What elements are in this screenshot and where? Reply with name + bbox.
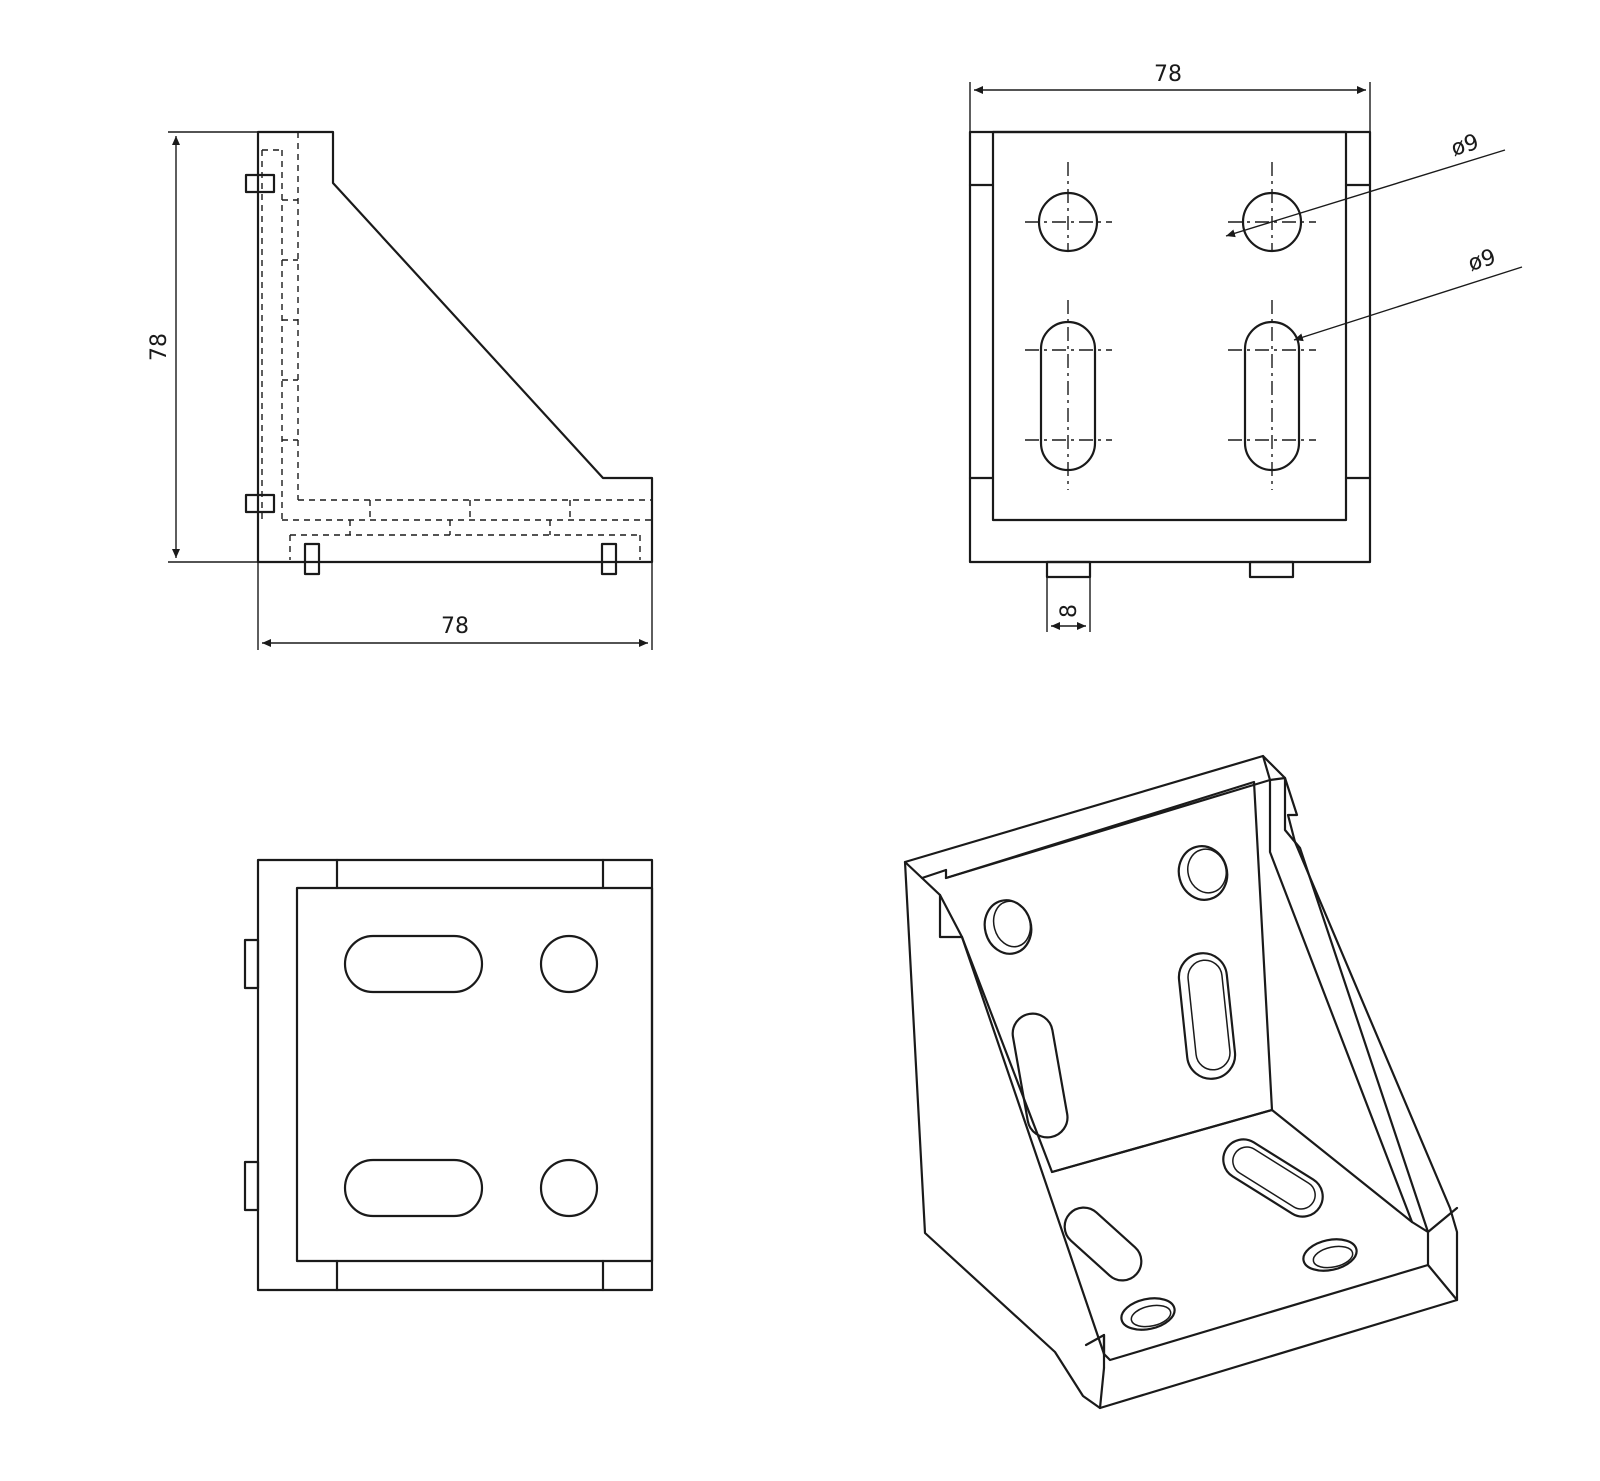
plan-inner-plate: [295, 886, 654, 1263]
iso-back-hole-left: [983, 899, 1033, 955]
side-key-top: [244, 173, 276, 194]
iso-back-slot-right: [1177, 952, 1237, 1080]
iso-back-plate: [944, 780, 1274, 1174]
front-key-left: [1045, 560, 1092, 579]
side-hidden-lines: [261, 132, 652, 560]
side-view-outline: [256, 130, 654, 564]
front-view: 78 ø9 ø9 8: [968, 62, 1523, 632]
side-width-label: 78: [441, 614, 469, 639]
plan-key-top: [243, 938, 260, 990]
side-key-bottom: [244, 493, 276, 514]
iso-back-hole-right: [1177, 845, 1229, 901]
plan-hole-top: [539, 934, 599, 994]
iso-base-slot-right: [1222, 1138, 1324, 1218]
front-outer-frame: [968, 130, 1372, 564]
plan-view: [243, 858, 654, 1292]
front-width-dimension: 78: [969, 62, 1371, 132]
hole-diameter-leader: ø9: [1225, 130, 1506, 238]
side-view: 78 78: [147, 130, 654, 650]
side-height-label: 78: [147, 333, 172, 361]
key-width-dimension: 8: [1046, 577, 1091, 632]
side-height-dimension: 78: [147, 131, 258, 563]
front-inner-plate: [991, 130, 1348, 522]
side-key-right: [600, 542, 618, 576]
iso-left-gusset: [903, 754, 1459, 1410]
iso-back-slot-left: [1011, 1012, 1069, 1139]
front-key-right: [1248, 560, 1295, 579]
iso-base-hole-left: [1120, 1297, 1176, 1331]
front-center-lines: [1025, 162, 1316, 490]
plan-slot-bottom: [343, 1158, 484, 1218]
plan-outer-frame: [256, 858, 654, 1292]
plan-slot-top: [343, 934, 484, 994]
iso-base-slot-left: [1063, 1206, 1143, 1282]
front-width-label: 78: [1154, 62, 1182, 87]
plan-hole-bottom: [539, 1158, 599, 1218]
iso-base-hole-right: [1302, 1238, 1358, 1272]
slot-width-leader: ø9: [1293, 245, 1523, 342]
side-width-dimension: 78: [257, 562, 653, 650]
iso-base-plate: [1050, 1108, 1430, 1362]
hole-diameter-label: ø9: [1448, 130, 1482, 162]
slot-width-label: ø9: [1465, 245, 1499, 277]
side-key-left: [303, 542, 321, 576]
plan-key-bottom: [243, 1160, 260, 1212]
isometric-view: [903, 754, 1459, 1410]
key-width-label: 8: [1057, 604, 1082, 618]
